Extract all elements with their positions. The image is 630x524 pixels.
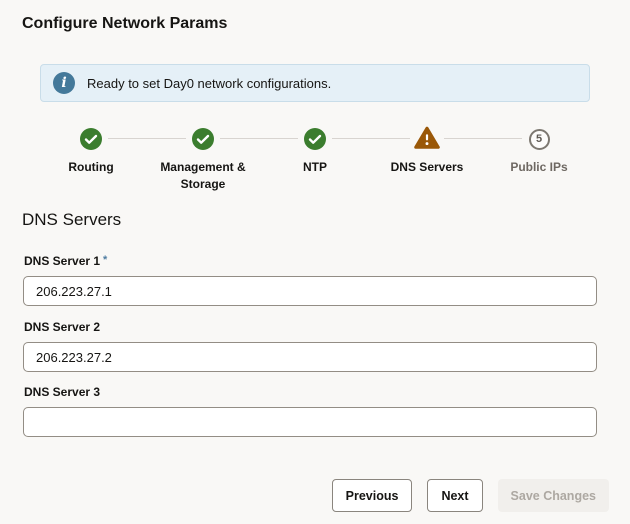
page-title: Configure Network Params — [22, 15, 228, 32]
save-changes-button[interactable]: Save Changes — [497, 479, 609, 512]
wizard-stepper: Routing Management & Storage NTP — [35, 126, 595, 193]
section-title: DNS Servers — [22, 210, 122, 229]
dns-server-1-input[interactable] — [23, 276, 597, 306]
next-button[interactable]: Next — [427, 479, 483, 512]
step-dns-servers[interactable]: DNS Servers — [332, 126, 483, 193]
step-public-ips[interactable]: 5 Public IPs — [444, 128, 595, 193]
step-icon-wrap — [414, 126, 440, 150]
check-icon — [304, 128, 326, 150]
check-icon — [80, 128, 102, 150]
step-number: 5 — [535, 133, 543, 145]
info-icon: i — [53, 72, 75, 94]
banner-message: Ready to set Day0 network configurations… — [87, 75, 332, 91]
dns-server-3-label: DNS Server 3 — [24, 385, 101, 399]
step-label: NTP — [303, 160, 327, 174]
check-icon — [192, 128, 214, 150]
step-icon-wrap — [80, 128, 102, 150]
info-banner: i Ready to set Day0 network configuratio… — [40, 64, 590, 102]
dns-server-2-input[interactable] — [23, 342, 597, 372]
step-management-storage[interactable]: Management & Storage — [108, 128, 259, 193]
dns-server-1-field: DNS Server 1* — [23, 254, 597, 306]
dns-server-3-field: DNS Server 3 — [23, 385, 597, 437]
dns-server-2-label: DNS Server 2 — [24, 320, 101, 334]
step-label: Public IPs — [510, 160, 568, 174]
action-button-row: Previous Next Save Changes — [331, 479, 609, 512]
step-ntp[interactable]: NTP — [220, 128, 371, 193]
step-icon-wrap — [192, 128, 214, 150]
step-number-circle: 5 — [528, 128, 550, 150]
step-label: Management & Storage — [160, 160, 246, 191]
dns-server-2-field: DNS Server 2 — [23, 320, 597, 372]
step-label: DNS Servers — [390, 160, 464, 174]
previous-button[interactable]: Previous — [331, 479, 413, 512]
warning-icon — [414, 126, 440, 149]
dns-server-3-input[interactable] — [23, 407, 597, 437]
step-label: Routing — [68, 160, 114, 174]
step-icon-wrap — [304, 128, 326, 150]
step-icon-wrap: 5 — [528, 128, 550, 150]
dns-server-1-label: DNS Server 1* — [24, 254, 108, 268]
step-routing[interactable]: Routing — [35, 128, 147, 193]
required-indicator: * — [103, 254, 108, 266]
